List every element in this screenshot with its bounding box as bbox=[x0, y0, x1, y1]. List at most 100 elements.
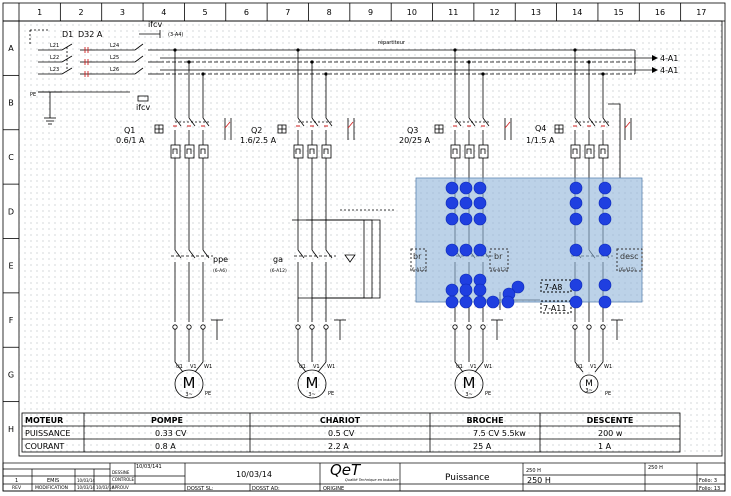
column-label: 15 bbox=[614, 8, 624, 17]
label-br-left-ref: (6-A12) bbox=[410, 267, 427, 273]
selection-handle[interactable] bbox=[473, 243, 487, 257]
selection-handle[interactable] bbox=[445, 295, 459, 309]
selection-handle[interactable] bbox=[598, 278, 612, 292]
selection-handle[interactable] bbox=[445, 243, 459, 257]
selection-handle[interactable] bbox=[445, 181, 459, 195]
selection-handle[interactable] bbox=[473, 295, 487, 309]
table-header: POMPE bbox=[151, 416, 183, 425]
column-label: 12 bbox=[489, 8, 499, 17]
motor-terminal-label: W1 bbox=[204, 364, 212, 370]
ref-arrows bbox=[652, 55, 658, 73]
table-cell: 1 A bbox=[598, 442, 612, 451]
selection-handle[interactable] bbox=[459, 283, 473, 297]
tb-dossier-ad: DOSST AD: bbox=[252, 486, 280, 492]
desc-box bbox=[616, 248, 643, 272]
column-label: 10 bbox=[407, 8, 417, 17]
label-desc: desc bbox=[620, 252, 639, 261]
motor-letter: M bbox=[183, 374, 196, 392]
selection-handle[interactable] bbox=[459, 295, 473, 309]
motor-symbol bbox=[174, 369, 204, 399]
selection-handle[interactable] bbox=[598, 196, 612, 210]
motor-terminal-label: U1 bbox=[456, 364, 463, 370]
selection-handle[interactable] bbox=[473, 212, 487, 226]
column-label: 2 bbox=[78, 8, 83, 17]
tb-dossier: DOSST SL: bbox=[187, 486, 214, 492]
table-header: CHARIOT bbox=[320, 416, 361, 425]
row-label: C bbox=[8, 153, 14, 162]
table-cell: 0.33 CV bbox=[155, 429, 187, 438]
ref-7a11-box bbox=[540, 300, 572, 314]
table-cell: COURANT bbox=[25, 442, 64, 451]
selection-handle[interactable] bbox=[459, 181, 473, 195]
tb-role-2: CONTROLE bbox=[112, 477, 135, 482]
selection-handle[interactable] bbox=[501, 295, 515, 309]
label-ppe: ppe bbox=[213, 255, 228, 264]
selection-handle[interactable] bbox=[445, 212, 459, 226]
selection-handle[interactable] bbox=[569, 196, 583, 210]
column-label: 7 bbox=[285, 8, 290, 17]
br-left-box bbox=[410, 248, 427, 272]
selection-handle[interactable] bbox=[569, 212, 583, 226]
motor-phase: 3~ bbox=[308, 392, 315, 398]
motor-terminal-label: V1 bbox=[590, 364, 597, 370]
row-label: H bbox=[8, 425, 14, 434]
selection-handle[interactable] bbox=[473, 196, 487, 210]
label-q2-rating: 1.6/2.5 A bbox=[240, 136, 277, 145]
small-motor-symbol bbox=[579, 374, 599, 394]
selection-handle[interactable] bbox=[473, 283, 487, 297]
label-repartiteur: répartiteur bbox=[378, 39, 406, 46]
label-q1: Q1 bbox=[124, 126, 135, 135]
selection-handle[interactable] bbox=[598, 243, 612, 257]
motor-terminal-label: W1 bbox=[484, 364, 492, 370]
label-q2: Q2 bbox=[251, 126, 262, 135]
tb-folio-total: Folio: 13 bbox=[699, 486, 720, 492]
selection-handle[interactable] bbox=[569, 295, 583, 309]
label-br-left: br bbox=[413, 252, 422, 261]
motor-pe-label: PE bbox=[328, 391, 334, 397]
selection-handle[interactable] bbox=[598, 295, 612, 309]
row-label: A bbox=[8, 44, 14, 53]
selection-handle[interactable] bbox=[569, 243, 583, 257]
selection-handle[interactable] bbox=[473, 181, 487, 195]
selection-handle[interactable] bbox=[486, 295, 500, 309]
tb-date-2: 10/03/14 bbox=[77, 485, 95, 490]
label-ifcv-ref: (3-A4) bbox=[168, 32, 183, 38]
selection-handle[interactable] bbox=[598, 212, 612, 226]
selection-handle[interactable] bbox=[459, 212, 473, 226]
selection-handles[interactable] bbox=[445, 181, 612, 309]
motor-symbol bbox=[454, 369, 484, 399]
tb-date-1: 10/03/14 bbox=[77, 478, 95, 483]
column-label: 13 bbox=[531, 8, 541, 17]
tb-date-3: 10/03/14 bbox=[96, 485, 114, 490]
motor-pe-label: PE bbox=[485, 391, 491, 397]
selection-handle[interactable] bbox=[569, 181, 583, 195]
motor-pe-label: PE bbox=[605, 391, 611, 397]
label-br-mid-ref: (6-A13) bbox=[491, 267, 508, 273]
label-4a1-bottom: 4-A1 bbox=[660, 66, 678, 75]
selection-handle[interactable] bbox=[569, 278, 583, 292]
motor-phase: 3~ bbox=[185, 392, 192, 398]
selection-handle[interactable] bbox=[598, 181, 612, 195]
row-label: F bbox=[9, 316, 14, 325]
selection-handle[interactable] bbox=[445, 283, 459, 297]
selection-handle[interactable] bbox=[459, 196, 473, 210]
selection-handle[interactable] bbox=[459, 243, 473, 257]
column-label: 17 bbox=[696, 8, 706, 17]
motor-phase: 3~ bbox=[465, 392, 472, 398]
label-q4-rating: 1/1.5 A bbox=[526, 136, 555, 145]
tb-modification: MODIFICATION bbox=[35, 485, 68, 491]
label-ga: ga bbox=[273, 255, 283, 264]
motor-terminal-label: V1 bbox=[470, 364, 477, 370]
selection-handle[interactable] bbox=[511, 280, 525, 294]
column-label: 14 bbox=[572, 8, 582, 17]
tb-role-1: DESSINE bbox=[112, 470, 130, 475]
selection-handle[interactable] bbox=[445, 196, 459, 210]
selection-overlay[interactable]: br (6-A12) br (6-A13) desc (6-A15) 7-A8 … bbox=[410, 177, 643, 314]
tb-origine: ORIGINE bbox=[323, 486, 344, 492]
label-7a11: 7-A11 bbox=[543, 304, 566, 313]
column-label: 3 bbox=[120, 8, 125, 17]
